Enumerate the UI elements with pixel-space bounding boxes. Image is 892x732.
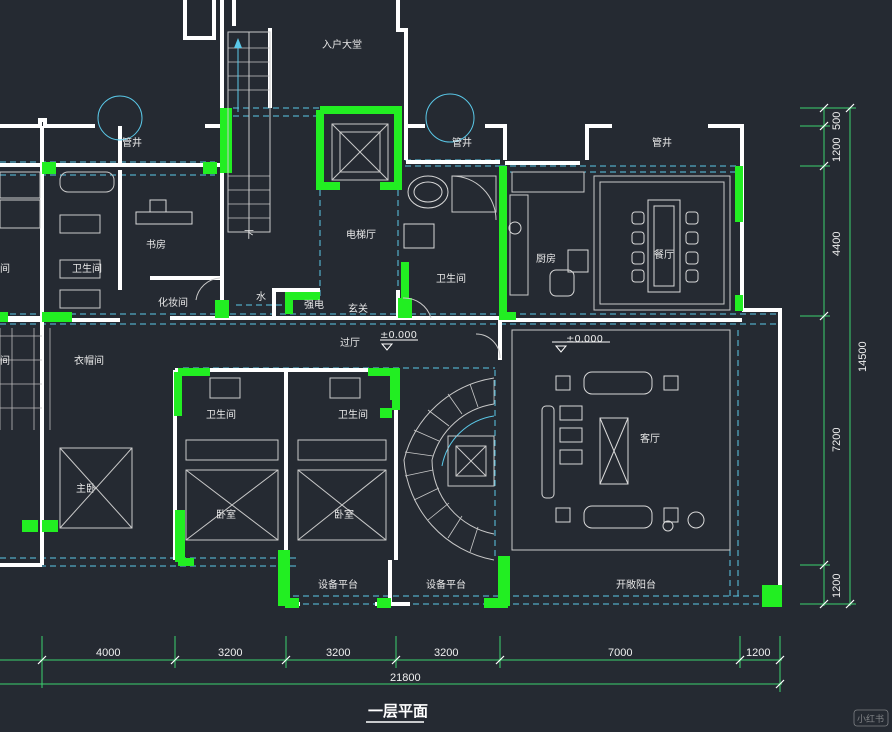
level-a-text: ±0.000	[380, 330, 417, 341]
level-marker-a	[380, 339, 418, 351]
dim-bottom-5: 7000	[608, 647, 632, 659]
dim-bottom-4: 3200	[434, 647, 458, 659]
watermark-logo: 小红书	[853, 709, 889, 727]
label-room-edge-left: 间	[0, 262, 10, 275]
dim-right-5: 1200	[831, 574, 843, 598]
label-stair-down: 下	[244, 230, 254, 241]
drawing-title-block: 一层平面	[366, 702, 428, 723]
living-room-furniture	[511, 329, 731, 551]
watermark-text: 小红书	[857, 713, 884, 725]
label-terrace: 开敞阳台	[616, 578, 656, 591]
label-water: 水	[256, 291, 266, 303]
dim-bottom-1: 4000	[96, 647, 120, 659]
straight-stair	[227, 31, 271, 233]
structural-columns	[0, 106, 782, 608]
dining-table	[593, 175, 731, 311]
label-bath-center: 卫生间	[436, 272, 466, 285]
label-equip1: 设备平台	[318, 578, 358, 591]
room-labels: 入户大堂 管井 管井 管井 书房 卫生间 间 电梯厅 水 强电 玄关 卫生间 厨…	[0, 38, 674, 591]
bedroom-beds	[59, 377, 387, 541]
label-bed1: 卧室	[216, 508, 236, 521]
label-shaft-mid: 管井	[452, 136, 472, 149]
label-corridor: 过厅	[340, 336, 360, 349]
label-room-edge-left2: 间	[0, 354, 10, 367]
dim-right-4: 7200	[831, 428, 843, 452]
elevator-car	[331, 123, 389, 181]
label-living: 客厅	[640, 432, 660, 445]
closet-rails	[0, 328, 51, 430]
fixtures	[0, 31, 731, 561]
label-entrance-hall: 入户大堂	[322, 38, 362, 51]
label-bed2: 卧室	[334, 508, 354, 521]
dim-bottom-3: 3200	[326, 647, 350, 659]
label-closet: 衣帽间	[74, 354, 104, 367]
dim-right-2: 1200	[831, 138, 843, 162]
label-kitchen: 厨房	[536, 252, 556, 265]
label-shaft-left: 管井	[122, 136, 142, 149]
dim-bottom-6: 1200	[746, 647, 770, 659]
label-foyer: 玄关	[348, 302, 368, 315]
dim-bottom-total: 21800	[390, 672, 421, 684]
label-bath-left: 卫生间	[72, 262, 102, 275]
label-study: 书房	[146, 238, 166, 251]
walls	[0, 0, 782, 606]
dimension-labels: 4000 3200 3200 3200 7000 1200 21800 500 …	[96, 112, 869, 684]
label-bath-bed2: 卫生间	[338, 408, 368, 421]
label-equip2: 设备平台	[426, 578, 466, 591]
level-marker-b	[552, 341, 610, 353]
dim-bottom-2: 3200	[218, 647, 242, 659]
level-b-text: ±0.000	[566, 334, 603, 345]
dim-right-3: 4400	[831, 232, 843, 256]
label-electric: 强电	[304, 298, 324, 311]
dim-right-total: 14500	[857, 341, 869, 372]
label-elevator-hall: 电梯厅	[346, 228, 376, 241]
label-dining: 餐厅	[654, 248, 674, 261]
label-shaft-right: 管井	[652, 136, 672, 149]
label-powder: 化妆间	[158, 296, 188, 309]
dim-right-1: 500	[831, 112, 843, 130]
drawing-title: 一层平面	[368, 702, 428, 720]
label-master: 主卧	[76, 482, 96, 495]
curved-stair	[403, 377, 495, 561]
label-bath-bed1: 卫生间	[206, 408, 236, 421]
dimension-lines	[0, 103, 856, 692]
